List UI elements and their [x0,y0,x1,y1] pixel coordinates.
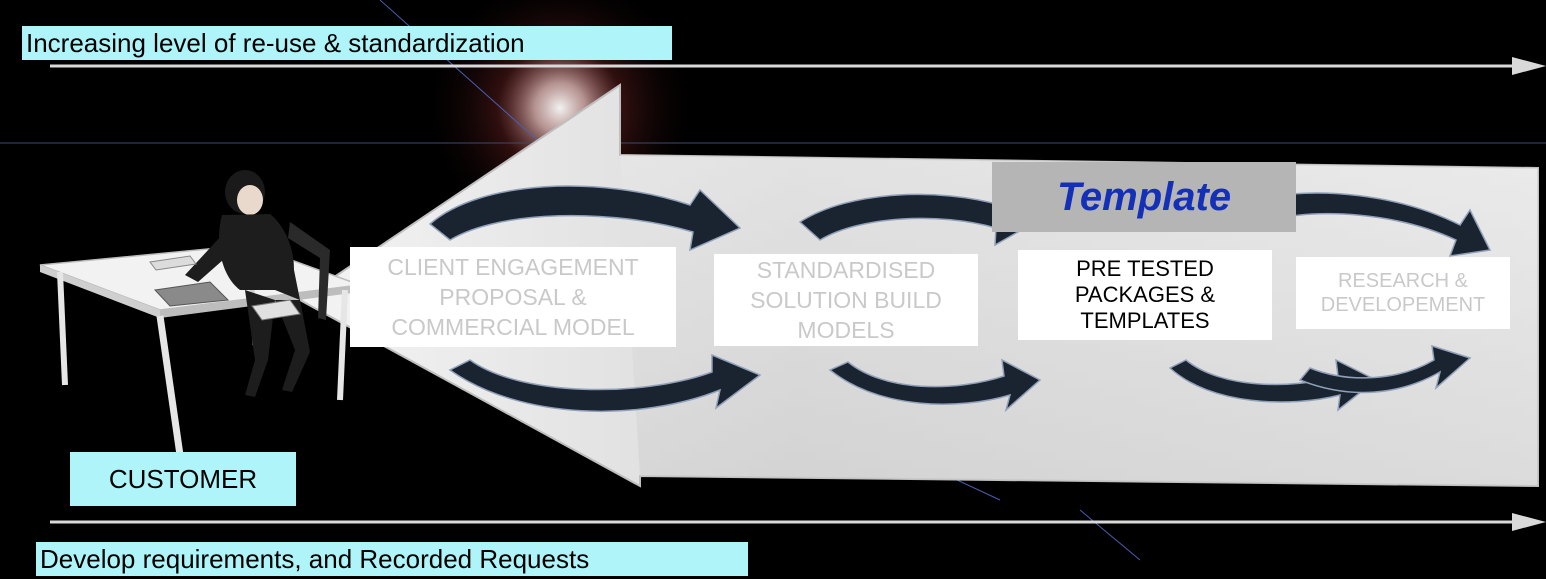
circular-arrow-icon-1 [428,185,762,413]
stage-line: PROPOSAL & [439,284,587,310]
stage-line: PACKAGES & [1074,282,1216,307]
stage-research-development: RESEARCH & DEVELOPEMENT [1296,257,1510,329]
stage-line: COMMERCIAL MODEL [391,314,635,340]
stage-line: STANDARDISED [756,257,936,283]
person-at-desk-icon [39,170,361,456]
circular-arrow-icon-3 [1168,192,1492,412]
stage-pre-tested-packages: PRE TESTED PACKAGES & TEMPLATES [1018,250,1272,340]
top-axis-arrow [50,57,1546,75]
stage-line: SOLUTION BUILD [750,287,942,313]
stage-standardised-solution: STANDARDISED SOLUTION BUILD MODELS [714,254,978,346]
stage-line: DEVELOPEMENT [1320,294,1486,316]
stage-line: RESEARCH & [1337,270,1469,292]
bottom-banner-label: Develop requirements, and Recorded Reque… [36,542,748,576]
stage-line: CLIENT ENGAGEMENT [387,254,639,280]
stage-client-engagement: CLIENT ENGAGEMENT PROPOSAL & COMMERCIAL … [350,247,676,347]
stage-line: TEMPLATES [1080,308,1210,333]
top-banner-label: Increasing level of re-use & standardiza… [22,26,672,60]
stage-line: PRE TESTED [1076,256,1214,281]
customer-label: CUSTOMER [70,452,296,506]
template-heading: Template [992,162,1296,232]
stage-line: MODELS [797,317,895,343]
bottom-axis-arrow [50,513,1546,531]
